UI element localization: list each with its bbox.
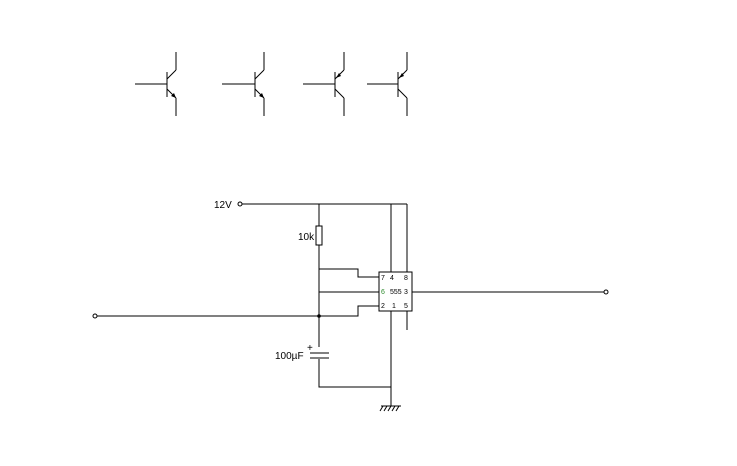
ic-pin-8-label: 8: [404, 275, 408, 282]
ic-pin-1-label: 1: [392, 303, 396, 310]
transistor-1[interactable]: [135, 52, 177, 116]
resistor-10k[interactable]: [315, 225, 323, 246]
capacitor-ground-wire: [318, 359, 391, 388]
input-terminal[interactable]: [92, 313, 98, 319]
capacitor-polarity: +: [307, 343, 313, 354]
output-terminal[interactable]: [603, 289, 609, 295]
resistor-label: 10k: [298, 232, 315, 243]
transistor-3[interactable]: [303, 52, 345, 116]
ic-pin-5-label: 5: [404, 303, 408, 310]
supply-terminal[interactable]: [237, 201, 243, 207]
ic-pin-7-label: 7: [381, 275, 385, 282]
pin2-wire: [319, 305, 379, 317]
ic-pin-6-label: 6: [381, 289, 385, 296]
junction-dot: [317, 314, 321, 318]
transistor-4[interactable]: [367, 52, 408, 116]
pin7-wire: [319, 268, 379, 278]
ic-pin-2-label: 2: [381, 303, 385, 310]
capacitor-label: 100µF: [275, 351, 304, 362]
supply-label: 12V: [214, 200, 232, 211]
ic-pin-4-label: 4: [390, 275, 394, 282]
ic-555[interactable]: [378, 271, 413, 312]
transistor-2[interactable]: [222, 52, 265, 116]
ground-icon: [379, 405, 401, 412]
ic-name-label: 555: [390, 289, 402, 296]
ic-pin-3-label: 3: [404, 289, 408, 296]
